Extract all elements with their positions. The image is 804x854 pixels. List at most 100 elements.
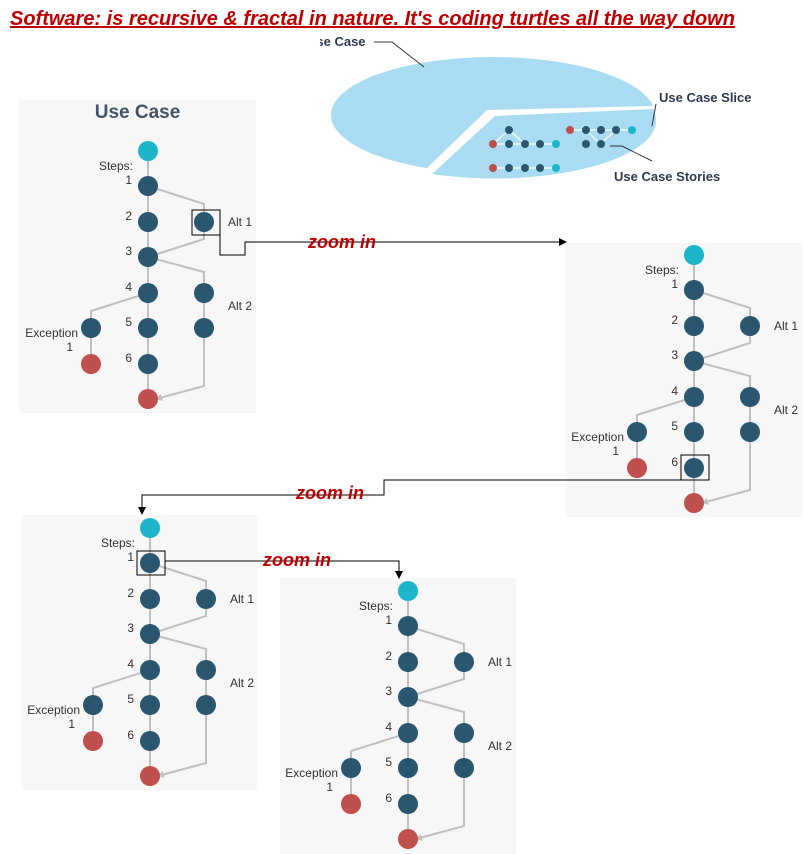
step-node-2 <box>684 316 704 336</box>
step-number-label: 2 <box>127 586 134 600</box>
use-case-pie: Use Case Use Case Slice Use Case Stories <box>307 32 790 192</box>
step-node-3 <box>140 624 160 644</box>
zoom-arrow-1 <box>219 235 567 256</box>
step-number-label: 3 <box>385 684 392 698</box>
pie-main-area <box>330 57 653 168</box>
zoom-in-label-2: zoom in <box>295 483 364 503</box>
flow-connector <box>89 669 151 706</box>
step-number-label: 2 <box>385 649 392 663</box>
end-node <box>138 389 158 409</box>
exception-end-node <box>341 794 361 814</box>
step-node-2 <box>140 589 160 609</box>
step-number-label: 4 <box>671 384 678 398</box>
zoom-in-label-1: zoom in <box>307 232 376 252</box>
alt-1-label: Alt 1 <box>228 215 252 229</box>
alt-1-node <box>740 316 760 336</box>
step-number-label: 5 <box>671 419 678 433</box>
step-node-2 <box>398 652 418 672</box>
step-number-label: 6 <box>671 455 678 469</box>
exception-label: Exception <box>285 766 338 780</box>
flow-connector <box>633 396 695 433</box>
steps-label: Steps: <box>101 536 135 550</box>
panel-heading: Use Case <box>94 102 181 123</box>
step-number-label: 5 <box>125 315 132 329</box>
alt-1-node <box>454 652 474 672</box>
alt-2-node-a <box>454 723 474 743</box>
steps-label: Steps: <box>99 159 133 173</box>
alt-1-label: Alt 1 <box>230 592 254 606</box>
exception-label: Exception <box>27 703 80 717</box>
exception-number-label: 1 <box>326 780 333 794</box>
step-number-label: 3 <box>127 621 134 635</box>
exception-end-node <box>83 731 103 751</box>
start-node <box>684 245 704 265</box>
step-node-3 <box>684 351 704 371</box>
step-node-4 <box>140 660 160 680</box>
start-node <box>138 141 158 161</box>
pie-leader-lines <box>374 41 657 162</box>
step-node-3 <box>138 247 158 267</box>
flow-connector <box>157 705 207 778</box>
step-number-label: 1 <box>385 613 392 627</box>
alt-1-label: Alt 1 <box>488 655 512 669</box>
alt-2-label: Alt 2 <box>230 676 254 690</box>
exception-end-node <box>627 458 647 478</box>
alt-2-node-b <box>194 318 214 338</box>
step-node-5 <box>138 318 158 338</box>
alt-2-node-a <box>196 660 216 680</box>
exception-node <box>83 695 103 715</box>
step-node-4 <box>398 723 418 743</box>
alt-2-node-b <box>740 422 760 442</box>
step-number-label: 4 <box>127 657 134 671</box>
steps-label: Steps: <box>359 599 393 613</box>
pie-label-slice: Use Case Slice <box>659 90 752 105</box>
step-node-1 <box>140 553 160 573</box>
zoom-in-label-3: zoom in <box>262 550 331 570</box>
step-node-5 <box>140 695 160 715</box>
step-number-label: 1 <box>127 550 134 564</box>
step-node-5 <box>398 758 418 778</box>
alt-2-label: Alt 2 <box>488 739 512 753</box>
step-number-label: 5 <box>385 755 392 769</box>
step-number-label: 2 <box>125 209 132 223</box>
exception-end-node <box>81 354 101 374</box>
alt-1-label: Alt 1 <box>774 319 798 333</box>
exception-label: Exception <box>571 430 624 444</box>
step-number-label: 6 <box>127 728 134 742</box>
step-number-label: 4 <box>125 280 132 294</box>
step-node-1 <box>138 176 158 196</box>
step-node-6 <box>398 794 418 814</box>
pie-label-stories: Use Case Stories <box>614 169 720 184</box>
step-number-label: 1 <box>671 277 678 291</box>
start-node <box>140 518 160 538</box>
use-case-pie-graphic: Use Case Use Case Slice Use Case Stories <box>307 34 752 184</box>
flow-connector <box>415 768 465 841</box>
alt-2-node-b <box>454 758 474 778</box>
step-node-1 <box>684 280 704 300</box>
step-number-label: 2 <box>671 313 678 327</box>
alt-1-node <box>194 212 214 232</box>
alt-1-node <box>196 589 216 609</box>
step-node-6 <box>140 731 160 751</box>
step-number-label: 6 <box>385 791 392 805</box>
step-number-label: 3 <box>125 244 132 258</box>
step-number-label: 5 <box>127 692 134 706</box>
step-node-2 <box>138 212 158 232</box>
exception-label: Exception <box>25 326 78 340</box>
step-node-6 <box>138 354 158 374</box>
alt-2-node-a <box>740 387 760 407</box>
end-node <box>398 829 418 849</box>
flow-connector <box>701 432 751 505</box>
exception-number-label: 1 <box>612 444 619 458</box>
exception-number-label: 1 <box>68 717 75 731</box>
step-node-3 <box>398 687 418 707</box>
step-node-6 <box>684 458 704 478</box>
